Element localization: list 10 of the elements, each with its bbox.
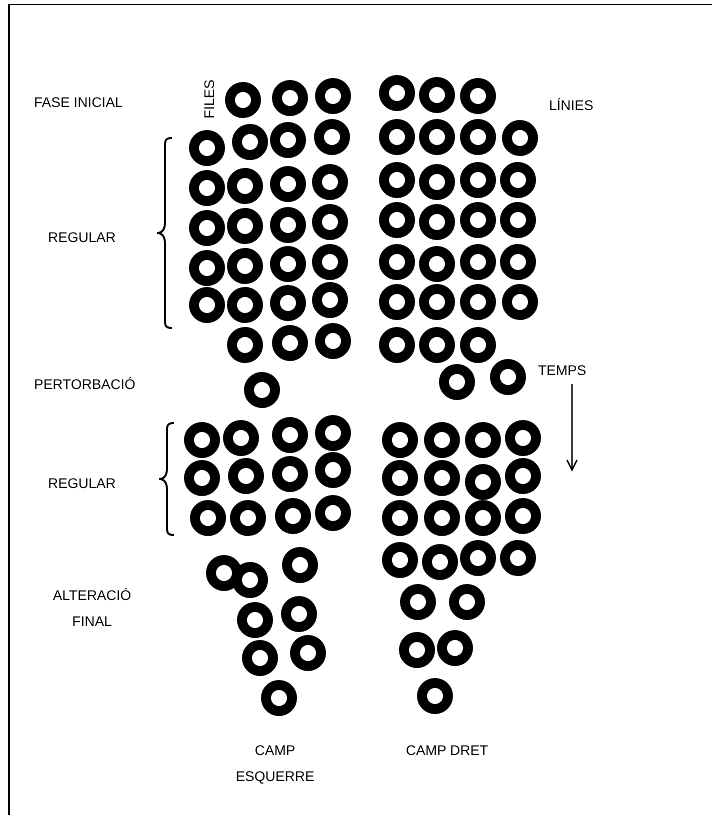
label-text: ALTERACIÓ FINAL — [52, 586, 132, 631]
label-text: CAMP ESQUERRE — [234, 741, 316, 786]
label-text: REGULAR — [48, 228, 117, 247]
label-text: TEMPS — [538, 361, 588, 380]
label-text: CAMP DRET — [404, 741, 490, 760]
label-text: FASE INICIAL — [34, 93, 124, 112]
label-text: REGULAR — [48, 474, 117, 493]
label-text: LÍNIES — [549, 96, 594, 115]
label-text: PERTORBACIÓ — [34, 375, 136, 394]
label-text: FILES — [200, 78, 218, 120]
